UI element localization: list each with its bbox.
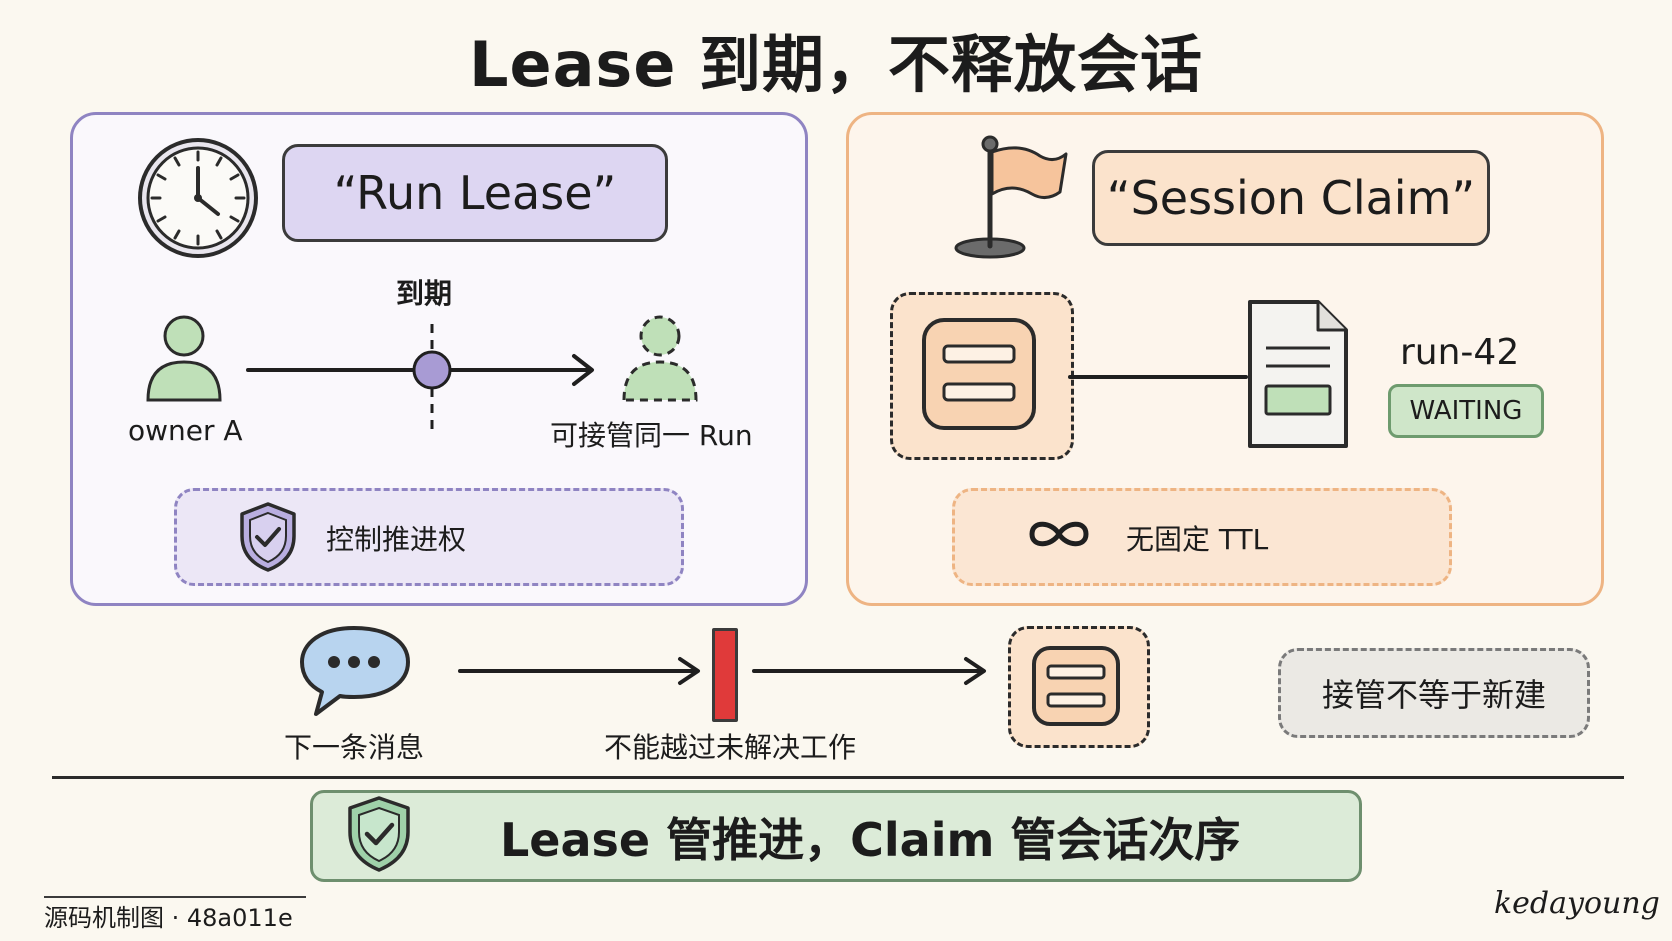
flow-arrow-1 [458,657,700,685]
expiry-marker [412,350,452,390]
takeover-label: 可接管同一 Run [550,419,753,452]
summary-banner [310,790,1362,882]
owner-label: owner A [128,414,243,447]
blocker-label: 不能越过未解决工作 [604,731,857,764]
control-label: 控制推进权 [326,523,467,556]
session-icon-small [1032,646,1120,726]
message-label: 下一条消息 [284,731,425,764]
signature: kedayoung [1494,886,1660,921]
infinity-icon [1029,521,1089,547]
run-lease-label: “Run Lease” [282,144,668,242]
owner-person-icon [146,315,222,402]
section-divider [52,776,1624,779]
session-icon [922,318,1036,430]
session-link [1068,375,1248,379]
takeover-note-label: 接管不等于新建 [1321,676,1546,714]
ttl-box [952,488,1452,586]
document-icon [1248,300,1348,448]
session-claim-label: “Session Claim” [1092,150,1490,246]
page-title: Lease 到期，不释放会话 [469,28,1203,101]
clock-icon [138,138,258,258]
flag-icon [954,135,1068,259]
expiry-label: 到期 [396,277,453,310]
successor-person-icon [622,315,698,402]
flow-arrow-2 [752,657,986,685]
run-id-label: run-42 [1400,332,1520,373]
shield-check-icon-green [348,796,410,872]
chat-bubble-icon [300,626,410,716]
summary-text: Lease 管推进，Claim 管会话次序 [500,813,1241,867]
status-badge: WAITING [1388,384,1544,438]
takeover-note-box [1278,648,1590,738]
footer-rule [44,896,306,898]
source-label: 源码机制图 · 48a011e [44,904,293,932]
ttl-label: 无固定 TTL [1126,523,1269,556]
lease-timeline [246,324,594,436]
blocker-bar [712,628,738,722]
shield-check-icon [240,502,296,572]
